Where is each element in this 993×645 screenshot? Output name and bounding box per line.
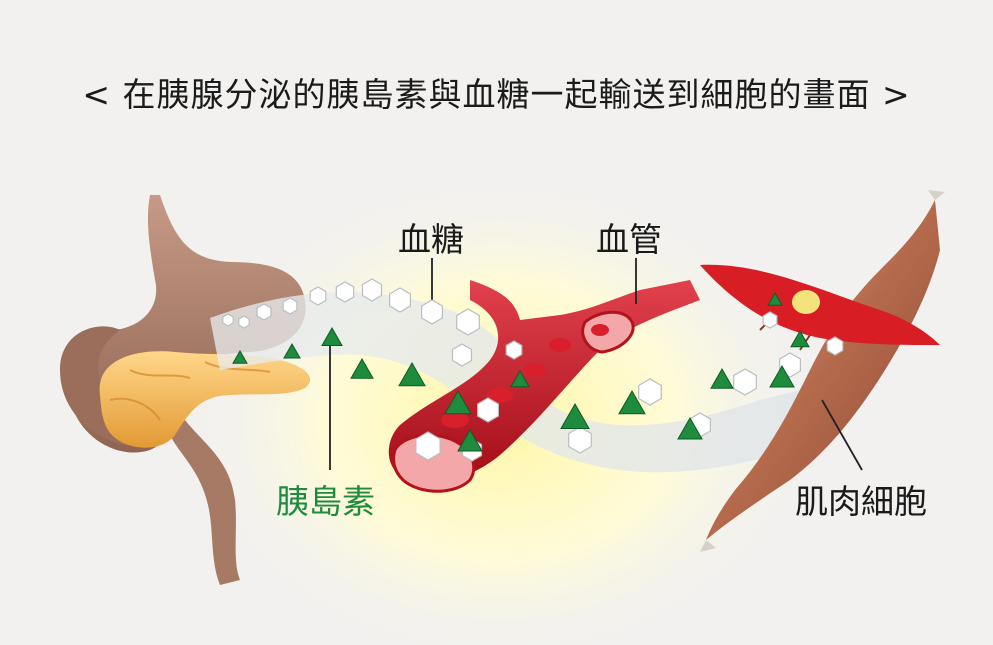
glucose-particle xyxy=(762,311,778,329)
insulin-particle xyxy=(457,428,483,452)
glucose-particle xyxy=(451,343,473,367)
connector-lines xyxy=(329,258,863,471)
glucose-particle xyxy=(238,315,250,329)
glucose-particle xyxy=(505,340,523,360)
glucose-particle xyxy=(568,426,592,454)
glucose-particle xyxy=(309,286,327,306)
glucose-particle xyxy=(256,303,272,321)
label-insulin: 胰島素 xyxy=(276,482,375,521)
insulin-particle xyxy=(321,326,343,346)
insulin-particle xyxy=(232,349,248,364)
glucose-particle xyxy=(389,287,411,313)
glucose-particle xyxy=(361,278,383,302)
glucose-particle xyxy=(456,308,480,336)
insulin-particle xyxy=(560,402,590,429)
insulin-particle xyxy=(790,329,810,348)
blood-vessel xyxy=(388,280,700,493)
particles xyxy=(222,278,844,462)
page-title: < 在胰腺分泌的胰島素與血糖一起輸送到細胞的畫面 > xyxy=(82,75,911,114)
insulin-particle xyxy=(283,342,301,359)
insulin-particle xyxy=(350,357,374,379)
glucose-particle xyxy=(282,297,298,315)
insulin-particle xyxy=(510,369,530,388)
glucose-particle xyxy=(421,299,443,325)
insulin-particle xyxy=(398,361,426,387)
insulin-particle xyxy=(677,416,703,440)
glucose-particle xyxy=(826,336,844,356)
glucose-particle xyxy=(222,313,234,327)
glucose-particle xyxy=(477,397,499,423)
glucose-particle xyxy=(638,378,662,406)
glucose-particle xyxy=(335,281,355,303)
label-blood-vessel: 血管 xyxy=(596,220,662,259)
insulin-particle xyxy=(618,389,646,415)
label-blood-sugar: 血糖 xyxy=(398,220,464,259)
insulin-particle xyxy=(769,364,795,388)
glucose-particle xyxy=(733,368,757,396)
pancreas xyxy=(99,351,311,448)
insulin-particle xyxy=(767,291,783,306)
label-muscle-cell: 肌肉細胞 xyxy=(795,482,927,521)
insulin-particle xyxy=(444,389,472,415)
insulin-particle xyxy=(710,367,734,389)
glucose-particle xyxy=(415,431,441,461)
